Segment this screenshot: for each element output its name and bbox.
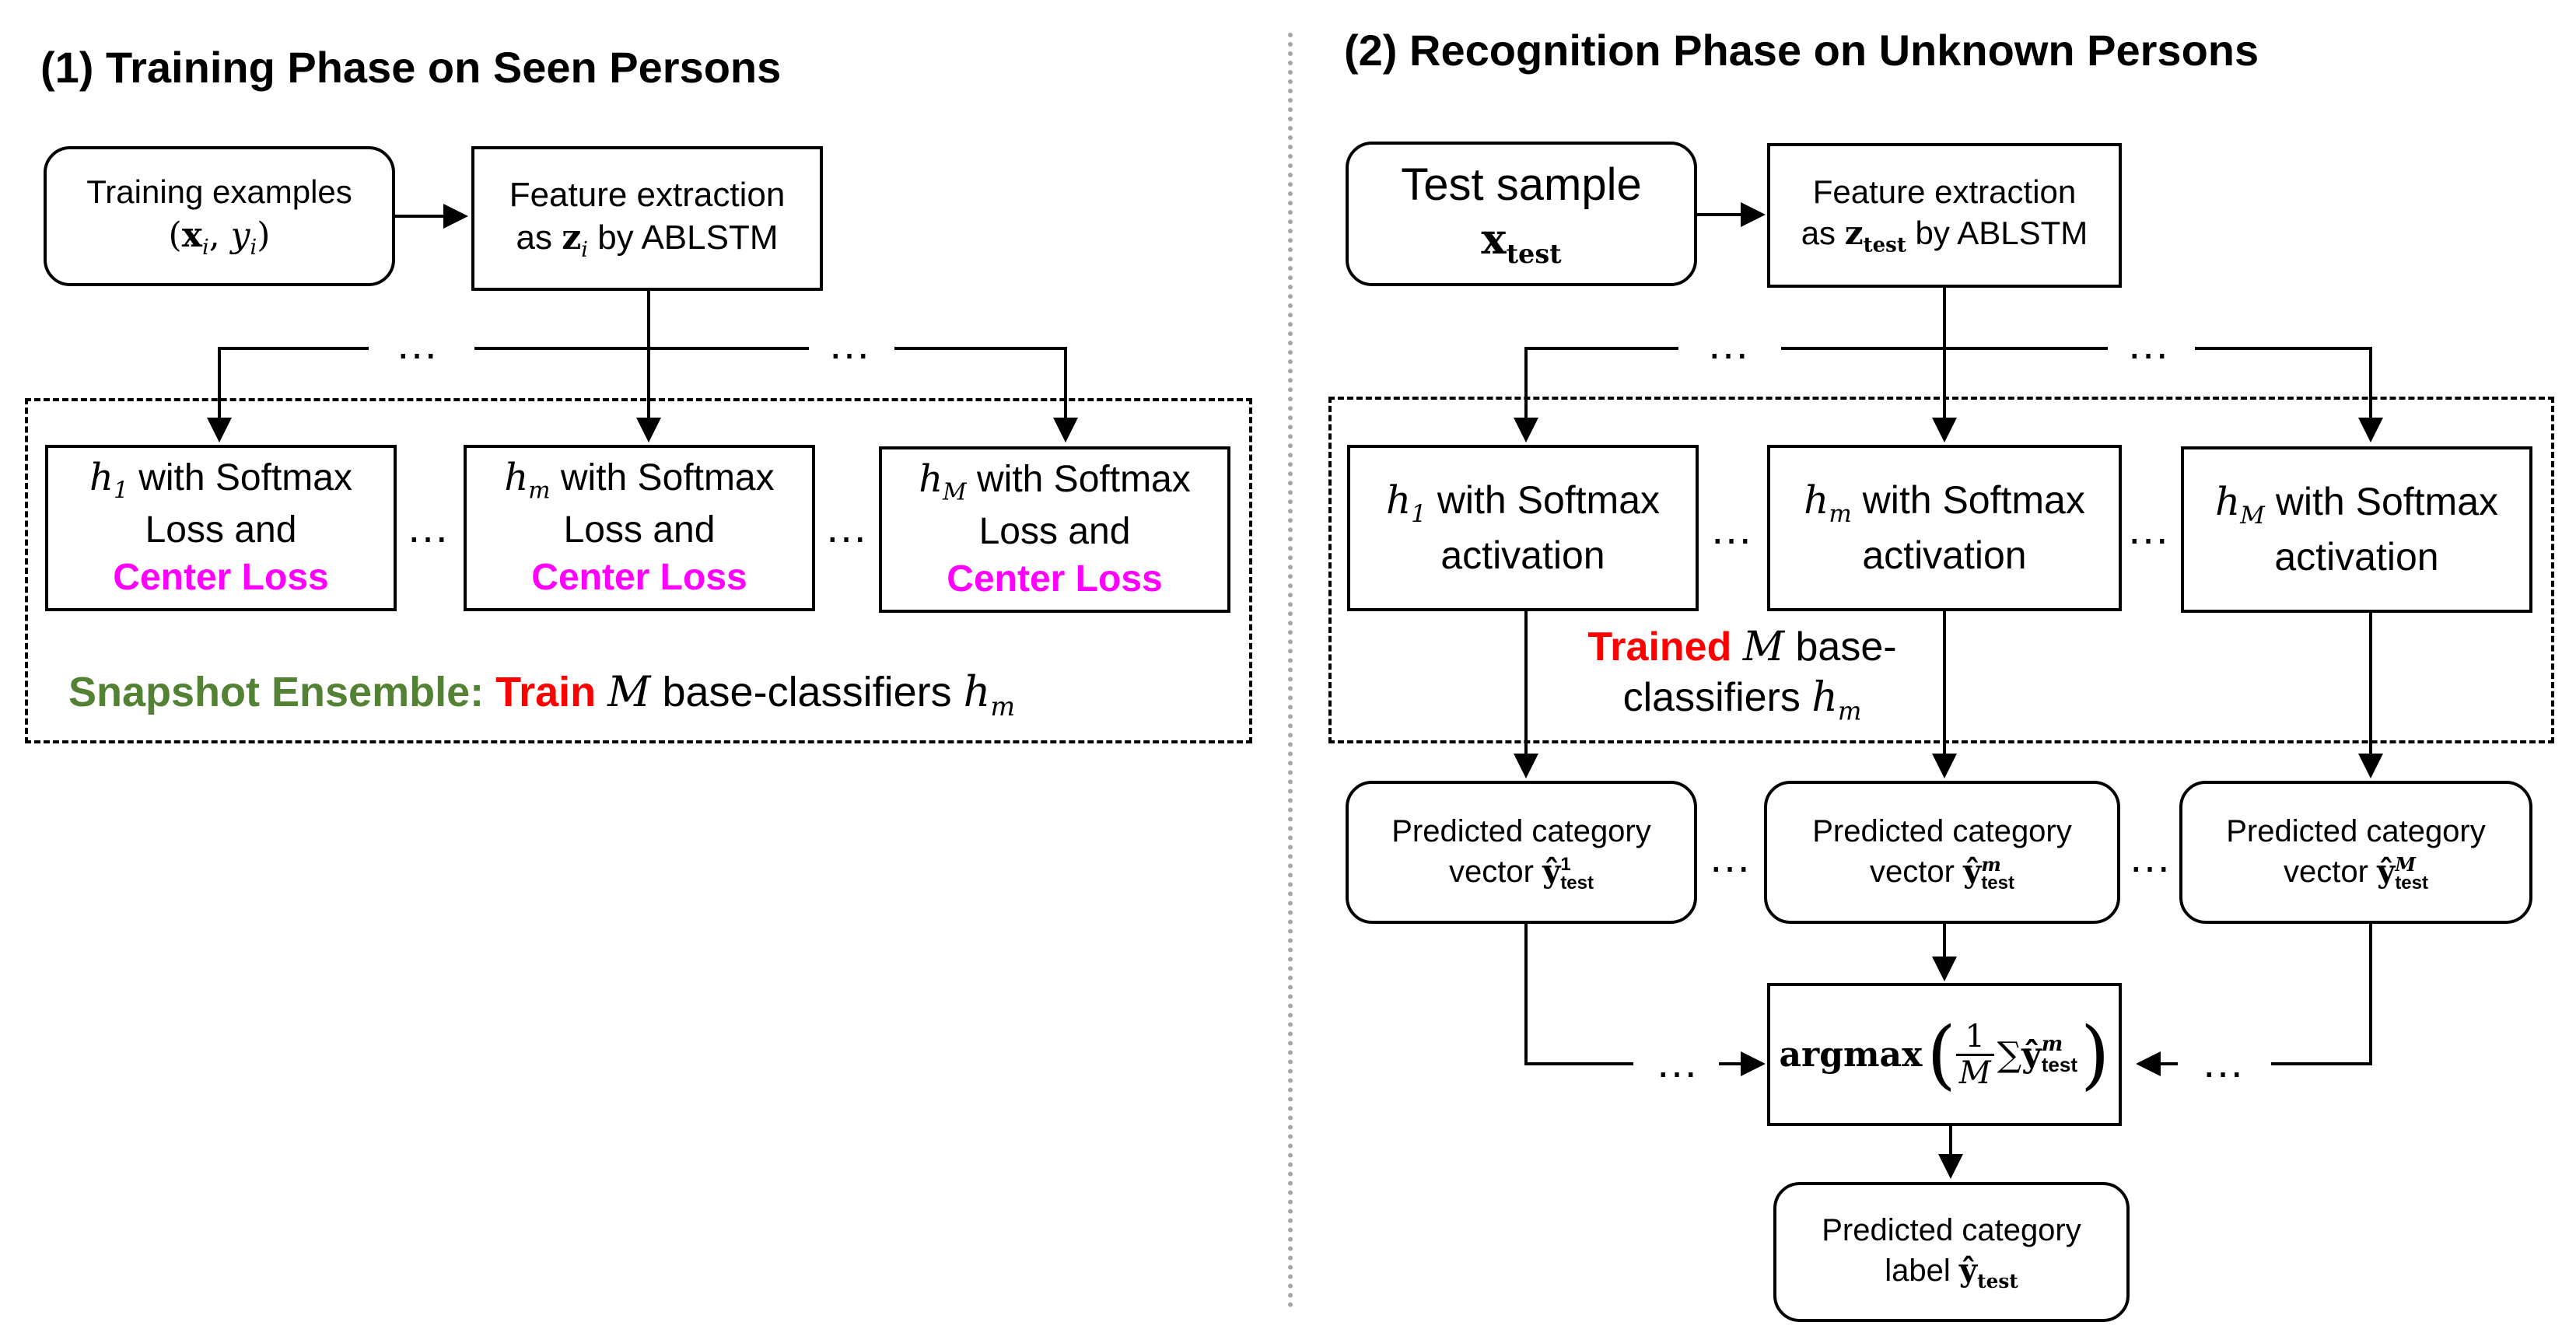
right-top-ellipsis-1: … [1706,319,1750,368]
line-pred1-down [1524,924,1633,1065]
left-classifier-hM: hM with Softmax Loss and Center Loss [879,446,1230,613]
feature-extraction-box: Feature extraction as zi by ABLSTM [471,146,823,291]
left-top-ellipsis-2: … [828,319,871,368]
arrow-to-hM [894,347,1078,442]
snapshot-ensemble-caption: Snapshot Ensemble: Train M base-classifi… [68,667,1016,722]
training-examples-label: Training examples [86,173,352,210]
right-classifier-hm: hm with Softmax activation [1767,445,2122,611]
left-mid-ellipsis-1: … [406,502,450,551]
training-examples-box: Training examples (xi, yi) [44,146,395,286]
pred-ellipsis-2: … [2128,832,2172,881]
left-mid-ellipsis-2: … [824,502,868,551]
right-mid-ellipsis-1: … [1710,504,1753,553]
right-feature-extraction-box: Feature extraction as ztest by ABLSTM [1767,143,2122,288]
left-classifier-h1: h1 with Softmax Loss and Center Loss [45,445,397,611]
trained-caption: Trained M base- classifiers hm [1563,622,1921,727]
right-classifier-h1: h1 with Softmax activation [1347,445,1699,611]
phase-divider [1288,33,1293,1308]
right-top-ellipsis-2: … [2126,319,2170,368]
right-mid-ellipsis-2: … [2126,504,2170,553]
training-examples-math: (xi, yi) [168,215,271,260]
line-predM-down [2271,924,2372,1065]
arrow-to-h1 [207,347,369,442]
feature-extraction-line2: as zi by ABLSTM [516,217,779,262]
center-loss-label: Center Loss [113,557,329,599]
arrow-to-right-hM [2195,347,2383,442]
left-ensemble-region [25,398,1252,743]
left-title: (1) Training Phase on Seen Persons [40,43,782,92]
feature-extraction-label: Feature extraction [509,175,786,214]
arrow-to-right-h1 [1514,347,1678,442]
argmax-ellipsis-right: … [2201,1037,2245,1086]
center-loss-label: Center Loss [947,558,1163,600]
left-classifier-hm: hm with Softmax Loss and Center Loss [464,445,815,611]
left-top-ellipsis-1: … [395,319,439,368]
argmax-ellipsis-left: … [1655,1037,1699,1086]
center-loss-label: Center Loss [531,557,747,599]
right-classifier-hM: hM with Softmax activation [2181,446,2532,613]
right-title: (2) Recognition Phase on Unknown Persons [1344,26,2259,75]
test-sample-box: Test sample xtest [1346,142,1697,286]
pred-ellipsis-1: … [1708,832,1752,881]
right-ensemble-region [1328,397,2554,743]
predicted-label-box: Predicted category label ŷtest [1773,1182,2130,1322]
